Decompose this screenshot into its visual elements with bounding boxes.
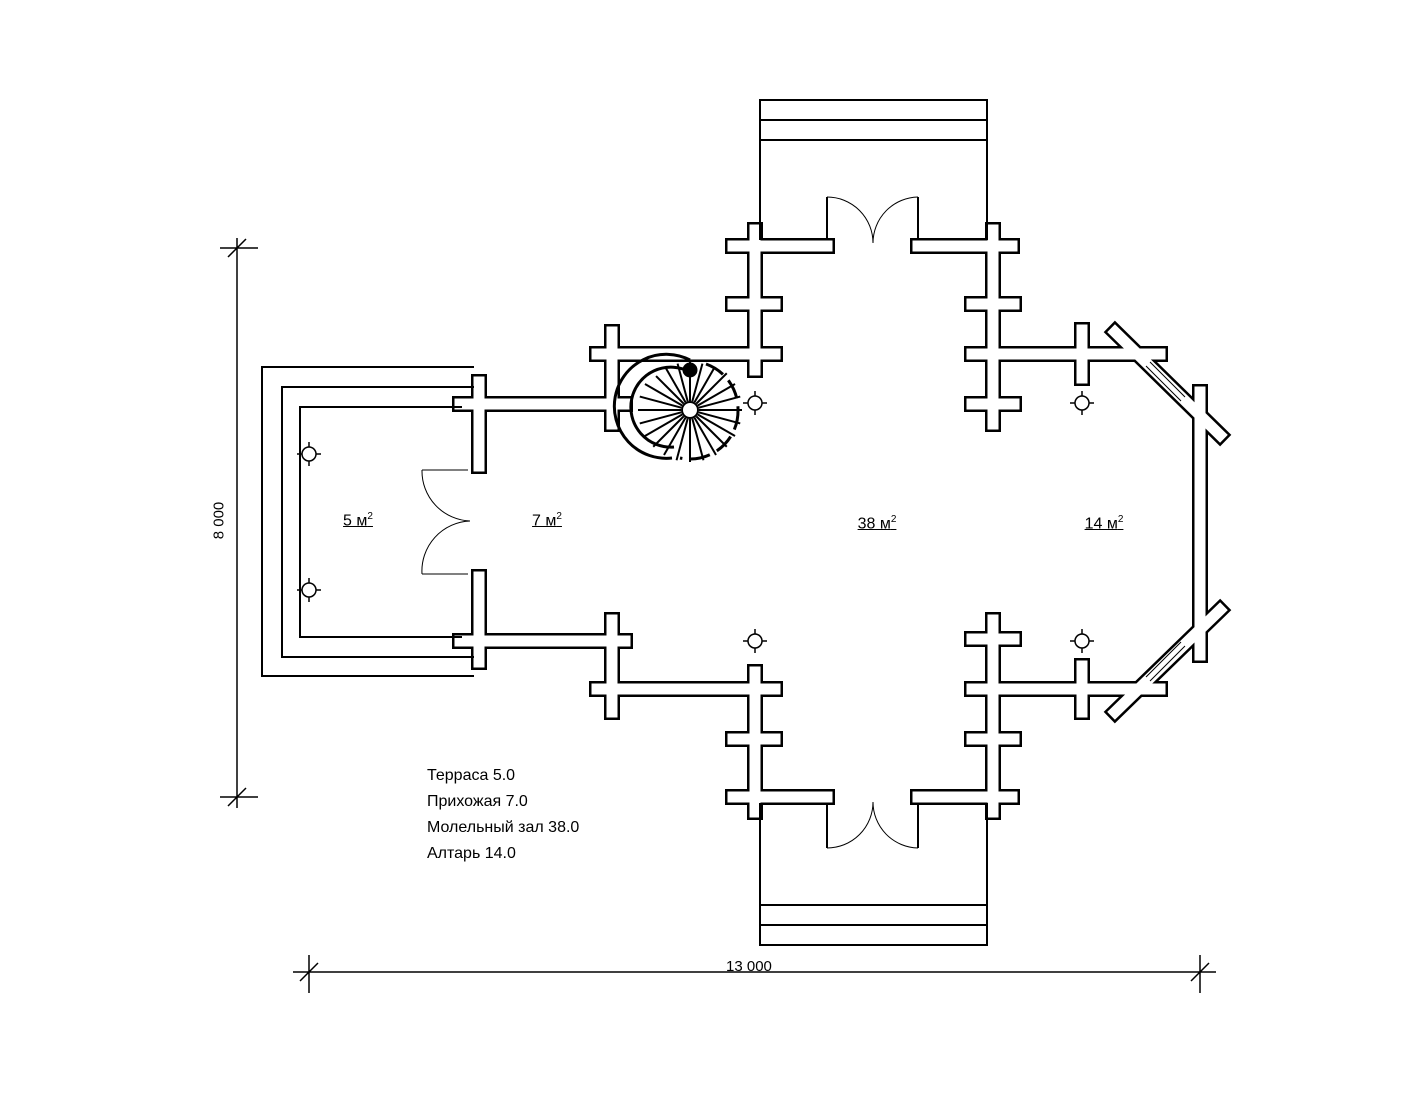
- stair-tread: [693, 367, 715, 403]
- height-dimension: 8 000: [210, 501, 228, 540]
- column-icon: [1070, 391, 1094, 415]
- area-value: 7 м: [532, 512, 557, 530]
- stair-tread: [644, 383, 683, 407]
- west-door: [421, 469, 471, 575]
- stair-tread: [691, 418, 705, 461]
- stair-tread: [691, 363, 704, 402]
- stair-tread: [695, 415, 728, 448]
- area-value: 5 м: [343, 512, 368, 530]
- window: [1145, 361, 1186, 682]
- column-icon: [1070, 629, 1094, 653]
- stair-tread: [693, 417, 717, 456]
- stair-tread: [639, 395, 682, 409]
- stair-tread: [698, 411, 741, 425]
- area-unit-sup: 2: [367, 511, 373, 522]
- room-area-hall: 7 м2: [532, 511, 562, 530]
- area-unit-sup: 2: [1117, 514, 1124, 525]
- column-icon: [297, 442, 321, 466]
- stair-tread: [644, 413, 683, 437]
- south-porch: [759, 801, 988, 946]
- room-area-prayer-hall: 38 м2: [858, 514, 897, 533]
- column-icon: [743, 629, 767, 653]
- legend-item: Алтарь 14.0: [427, 845, 516, 862]
- width-dimension: 13 000: [726, 958, 772, 975]
- stair-tread: [676, 363, 689, 402]
- stair-tread: [675, 418, 689, 461]
- stair-tread: [697, 413, 736, 437]
- room-area-altar: 14 м2: [1085, 514, 1124, 533]
- area-unit-sup: 2: [556, 511, 562, 522]
- legend-item: Молельный зал 38.0: [427, 819, 580, 836]
- column-icon: [743, 391, 767, 415]
- legend-item: Прихожая 7.0: [427, 793, 528, 810]
- terrace-steps: [261, 366, 474, 677]
- area-unit-sup: 2: [890, 514, 897, 525]
- stair-tread: [697, 383, 736, 407]
- column-icon: [297, 578, 321, 602]
- stair-tread: [663, 417, 687, 456]
- area-value: 14 м: [1084, 515, 1118, 533]
- stair-tread: [695, 372, 728, 405]
- spiral-staircase: [612, 352, 742, 462]
- columns: [297, 391, 1094, 653]
- stair-tread: [698, 395, 741, 409]
- area-legend: Терраса 5.0 Прихожая 7.0 Молельный зал 3…: [427, 763, 579, 867]
- room-area-terrace: 5 м2: [343, 511, 373, 530]
- area-value: 38 м: [857, 515, 891, 533]
- legend-item: Терраса 5.0: [427, 767, 516, 784]
- stair-tread: [655, 375, 685, 405]
- north-porch: [759, 99, 988, 244]
- dimension-lines: [220, 238, 1216, 993]
- stair-tread: [665, 367, 687, 403]
- stair-tread: [639, 411, 682, 425]
- stair-tread: [652, 415, 685, 448]
